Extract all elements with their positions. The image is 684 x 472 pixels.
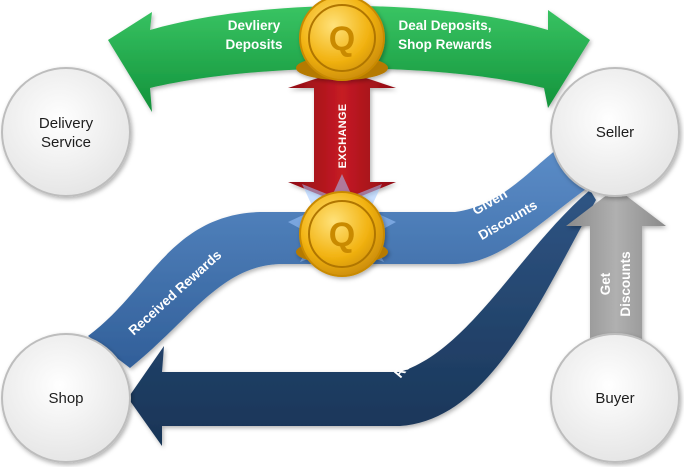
- coin-top-symbol: Q: [329, 20, 355, 58]
- coin-top: Q: [296, 0, 388, 81]
- buyer-label: Buyer: [595, 390, 634, 407]
- node-shop: Shop: [1, 333, 131, 463]
- green-right-label-line1: Deal Deposits,: [398, 18, 491, 33]
- green-left-label-line2: Deposits: [225, 37, 282, 52]
- green-left-label-line1: Devliery: [228, 18, 281, 33]
- get-discounts-label-line1: Get: [598, 272, 613, 295]
- exchange-label: EXCHANGE: [337, 104, 349, 169]
- node-delivery-service: Delivery Service: [1, 67, 131, 197]
- coin-middle-symbol: Q: [329, 216, 355, 254]
- node-buyer: Buyer: [550, 333, 680, 463]
- green-right-label-line2: Shop Rewards: [398, 37, 492, 52]
- coin-middle: Q: [296, 191, 388, 277]
- delivery-label-line1: Delivery: [39, 115, 94, 132]
- exchange-double-arrow: [288, 70, 396, 204]
- seller-label: Seller: [596, 124, 634, 141]
- get-discounts-label-line2: Discounts: [618, 251, 633, 316]
- navy-flow-arrow: [128, 190, 596, 446]
- delivery-label-line2: Service: [41, 134, 91, 151]
- node-seller: Seller: [550, 67, 680, 197]
- grey-up-arrow: [566, 188, 666, 340]
- shop-label: Shop: [48, 390, 83, 407]
